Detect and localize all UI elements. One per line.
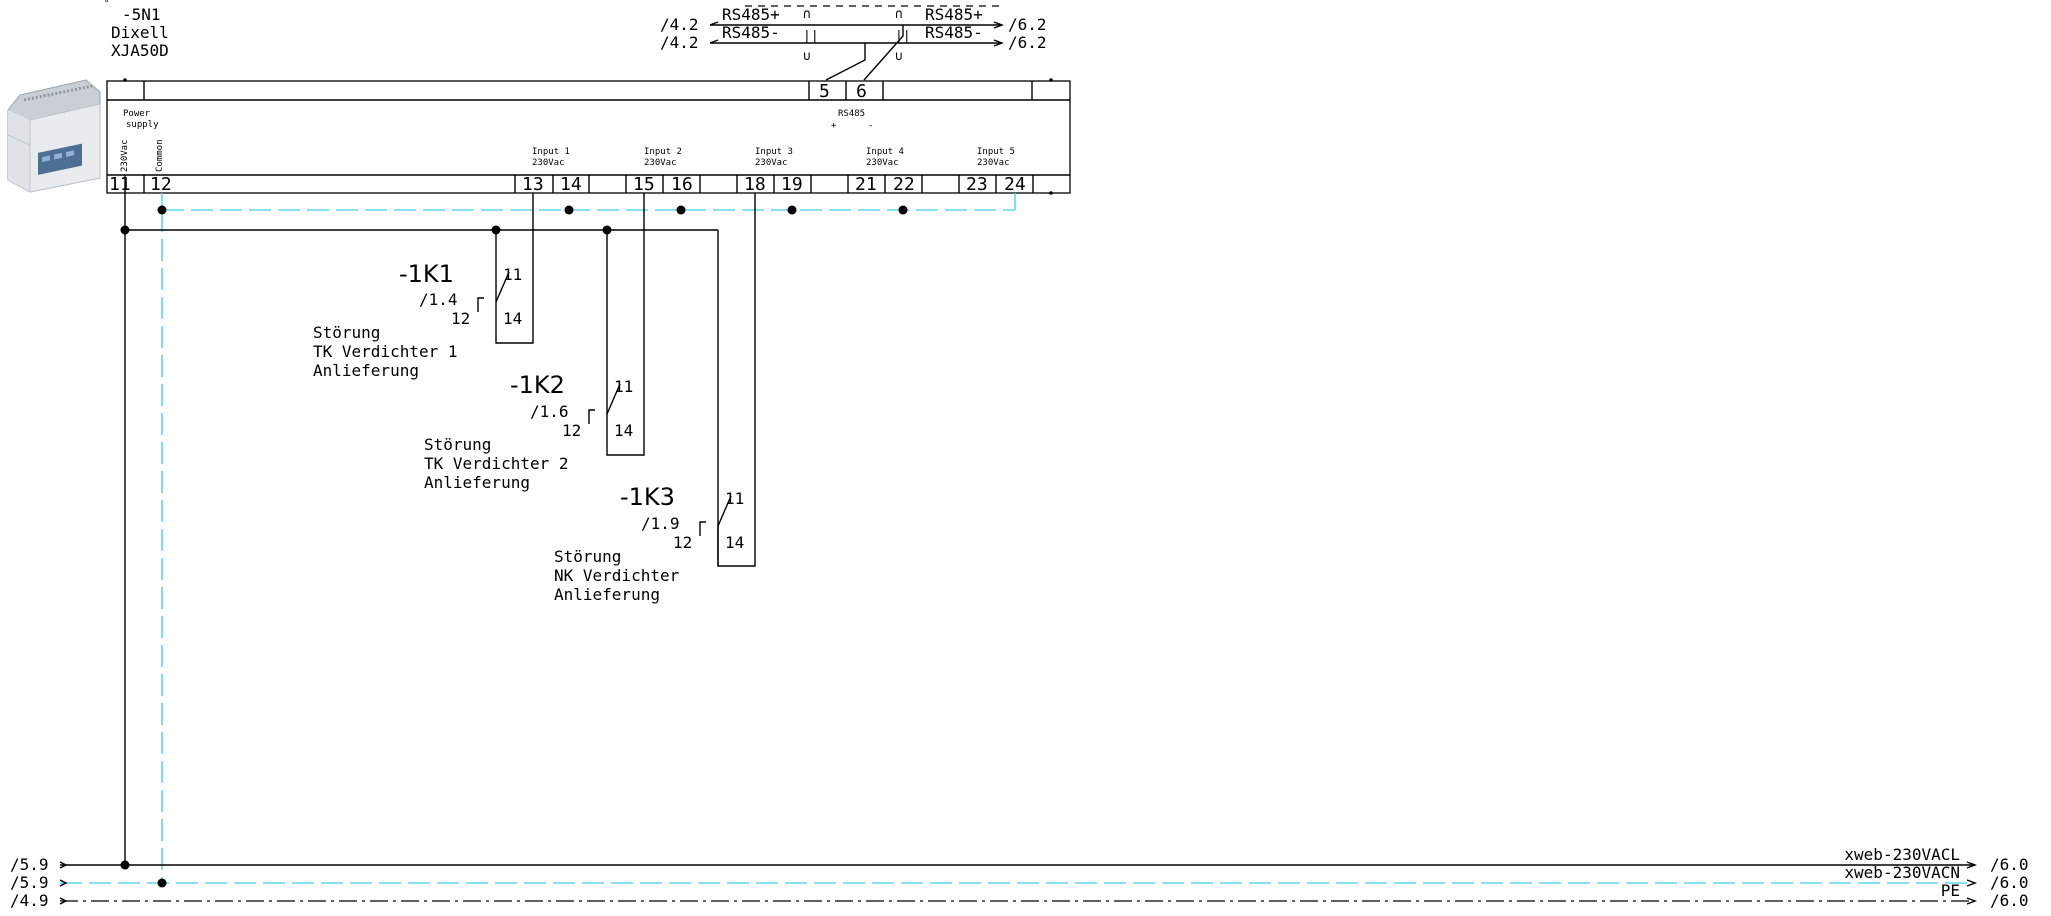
relay-k3-desc-1: Störung [554,547,621,566]
terminal-23: 23 [966,174,988,195]
bus-left-ref-2: /4.2 [660,33,699,52]
svg-text:∪: ∪ [895,49,903,64]
terminal-numbers: 11 12 13 14 15 16 18 19 21 22 23 24 5 6 [109,81,1026,195]
neutral-wiring [157,193,1016,883]
terminal-12: 12 [150,174,172,195]
terminal-18: 18 [744,174,766,195]
power-supply-label-2: supply [126,120,159,130]
relay-k1-desc-3: Anlieferung [313,361,419,380]
bus-label-left-minus: RS485- [722,23,780,42]
terminal-5: 5 [819,81,830,102]
relay-k1-pin-no: 14 [503,309,522,328]
relay-k3: -1K3 /1.9 11 12 14 Störung NK Verdichter… [554,193,756,604]
device-vendor: Dixell [111,23,169,42]
bus-right-ref-1: /6.2 [1008,15,1047,34]
relay-k2-desc-2: TK Verdichter 2 [424,454,569,473]
input-3-voltage: 230Vac [755,158,788,168]
input-4-voltage: 230Vac [866,158,899,168]
relay-k3-pin-no: 14 [725,533,744,552]
relay-k1: -1K1 /1.4 11 12 14 Störung TK Verdichter… [313,193,534,380]
relay-k3-tag: -1K3 [620,483,675,511]
terminal-22: 22 [893,174,915,195]
svg-text:∩: ∩ [895,7,903,22]
terminal-13: 13 [522,174,544,195]
relay-k3-desc-2: NK Verdichter [554,566,680,585]
device-body [106,78,1071,195]
rs485-bus: ∩ || ∪ ∩ || ∪ /4.2 /4.2 /6.2 /6.2 RS485+… [660,5,1047,81]
relay-k1-pin-common: 11 [503,265,522,284]
terminal-19: 19 [781,174,803,195]
rail-n-name: xweb-230VACN [1844,863,1960,882]
rail-l-name: xweb-230VACL [1844,845,1960,864]
input-4-name: Input 4 [866,147,904,157]
rail-pe-name: PE [1941,881,1960,900]
bus-label-right-minus: RS485- [925,23,983,42]
common-label: Common [155,139,165,172]
device-tag: -5N1 [122,5,161,24]
svg-text:||: || [803,29,819,44]
input-2-name: Input 2 [644,147,682,157]
bus-right-ref-2: /6.2 [1008,33,1047,52]
rs485-plus-label: + [831,121,837,131]
input-5-voltage: 230Vac [977,158,1010,168]
relay-k3-desc-3: Anlieferung [554,585,660,604]
terminal-14: 14 [560,174,582,195]
supply-rails: /5.9 /5.9 /4.9 /6.0 /6.0 /6.0 xweb-230VA… [10,845,2029,910]
device-labels: Power supply 230Vac Common RS485 + - Inp… [120,109,1015,172]
power-supply-label-1: Power [123,109,151,119]
terminal-15: 15 [633,174,655,195]
terminal-21: 21 [855,174,877,195]
relay-k1-desc-1: Störung [313,323,380,342]
terminal-24: 24 [1004,174,1026,195]
svg-text:°: ° [104,0,109,9]
relay-k3-ref: /1.9 [641,514,680,533]
input-2-voltage: 230Vac [644,158,677,168]
rs485-label: RS485 [838,109,865,119]
input-1-name: Input 1 [532,147,570,157]
relay-k3-pin-nc: 12 [673,533,692,552]
bus-label-right-plus: RS485+ [925,5,983,24]
input-3-name: Input 3 [755,147,793,157]
relay-k1-pin-nc: 12 [451,309,470,328]
svg-text:∪: ∪ [803,49,811,64]
line-wiring [120,193,719,865]
rail-pe-right-ref: /6.0 [1990,891,2029,910]
rs485-minus-label: - [868,121,873,131]
rail-n-left-ref: /5.9 [10,873,49,892]
device-image [7,79,101,193]
bus-label-left-plus: RS485+ [722,5,780,24]
rail-l-left-ref: /5.9 [10,855,49,874]
relay-k2-tag: -1K2 [510,371,565,399]
relay-k1-ref: /1.4 [419,290,458,309]
svg-text:∩: ∩ [803,7,811,22]
rail-pe-left-ref: /4.9 [10,891,49,910]
rail-n-right-ref: /6.0 [1990,873,2029,892]
input-5-name: Input 5 [977,147,1015,157]
relay-k3-pin-common: 11 [725,489,744,508]
voltage-230-label: 230Vac [120,139,130,172]
rail-l-right-ref: /6.0 [1990,855,2029,874]
relay-k1-desc-2: TK Verdichter 1 [313,342,458,361]
bus-left-ref-1: /4.2 [660,15,699,34]
device-header: ° -5N1 Dixell XJA50D [104,0,169,60]
terminal-6: 6 [856,81,867,102]
relay-k2-desc-3: Anlieferung [424,473,530,492]
relay-k1-tag: -1K1 [399,260,454,288]
relay-k2: -1K2 /1.6 11 12 14 Störung TK Verdichter… [424,193,645,492]
relay-k2-pin-common: 11 [614,377,633,396]
relay-k2-pin-no: 14 [614,421,633,440]
input-1-voltage: 230Vac [532,158,565,168]
relay-k2-ref: /1.6 [530,402,569,421]
terminal-16: 16 [671,174,693,195]
terminal-strip [124,175,1034,193]
relay-k2-pin-nc: 12 [562,421,581,440]
relay-k2-desc-1: Störung [424,435,491,454]
device-model: XJA50D [111,41,169,60]
terminal-11: 11 [109,174,131,195]
